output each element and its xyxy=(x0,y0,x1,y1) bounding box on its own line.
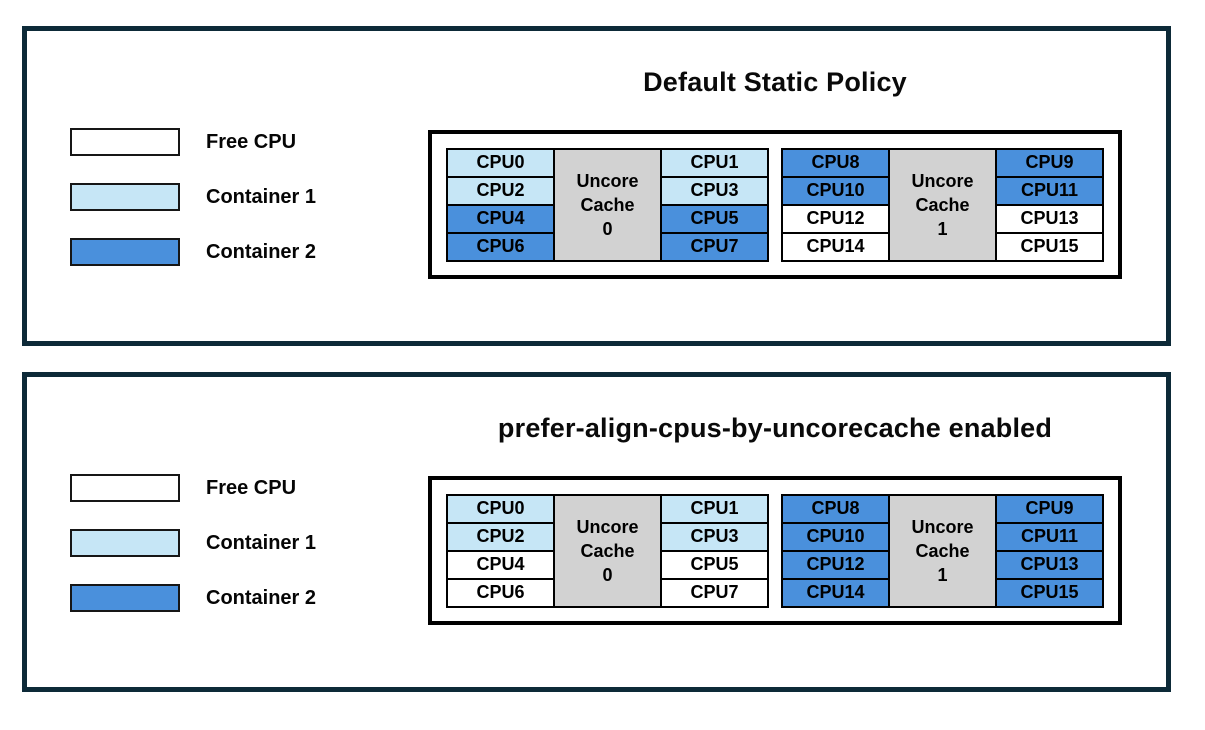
cpu-cell: CPU12 xyxy=(783,551,888,578)
policy-panel: prefer-align-cpus-by-uncorecache enabled… xyxy=(22,372,1171,692)
cpu-cell: CPU5 xyxy=(662,551,767,578)
cpu-cell: CPU9 xyxy=(997,149,1102,176)
uncore-cache-label-line: 1 xyxy=(937,564,948,585)
cpu-cell: CPU6 xyxy=(448,233,553,260)
legend-label: Free CPU xyxy=(206,476,297,499)
cpu-cell: CPU2 xyxy=(448,177,553,204)
legend: Free CPU Container 1 Container 2 xyxy=(70,128,316,293)
cpu-cell: CPU15 xyxy=(997,233,1102,260)
legend-item: Free CPU xyxy=(70,128,316,156)
legend-label: Free CPU xyxy=(206,130,297,153)
cpu-cell: CPU0 xyxy=(448,149,553,176)
cpu-cell: CPU15 xyxy=(997,579,1102,606)
cpu-cell: CPU1 xyxy=(662,495,767,522)
cpu-cell: CPU11 xyxy=(997,523,1102,550)
legend-swatch xyxy=(70,529,180,557)
cpu-cell: CPU14 xyxy=(783,579,888,606)
cpu-cell: CPU11 xyxy=(997,177,1102,204)
legend-item: Container 1 xyxy=(70,183,316,211)
cpu-cell: CPU2 xyxy=(448,523,553,550)
legend-swatch xyxy=(70,584,180,612)
uncore-cache-label-line: 0 xyxy=(602,218,613,239)
cpu-cell: CPU7 xyxy=(662,579,767,606)
legend-item: Container 2 xyxy=(70,238,316,266)
legend-swatch xyxy=(70,183,180,211)
cpu-cell: CPU10 xyxy=(783,523,888,550)
uncore-cache-label-line: Cache xyxy=(915,194,970,215)
cpu-cell: CPU8 xyxy=(783,495,888,522)
cpu-cell: CPU8 xyxy=(783,149,888,176)
legend-label: Container 2 xyxy=(206,240,317,263)
legend-item: Container 1 xyxy=(70,529,316,557)
uncore-cache-label-line: Uncore xyxy=(911,516,974,537)
cpu-cell: CPU9 xyxy=(997,495,1102,522)
legend: Free CPU Container 1 Container 2 xyxy=(70,474,316,639)
legend-label: Container 1 xyxy=(206,185,317,208)
legend-item: Container 2 xyxy=(70,584,316,612)
cpu-cell: CPU1 xyxy=(662,149,767,176)
legend-label: Container 2 xyxy=(206,586,317,609)
cpu-cell: CPU3 xyxy=(662,177,767,204)
uncore-cache-label-line: Cache xyxy=(580,540,635,561)
cpu-cell: CPU12 xyxy=(783,205,888,232)
cpu-cell: CPU4 xyxy=(448,551,553,578)
policy-panel: Default Static Policy Free CPU Container… xyxy=(22,26,1171,346)
legend-swatch xyxy=(70,474,180,502)
cpu-cell: CPU5 xyxy=(662,205,767,232)
legend-item: Free CPU xyxy=(70,474,316,502)
legend-swatch xyxy=(70,128,180,156)
uncore-cache-label-line: Uncore xyxy=(911,170,974,191)
cpu-cell: CPU7 xyxy=(662,233,767,260)
cpu-cell: CPU10 xyxy=(783,177,888,204)
panel-title: prefer-align-cpus-by-uncorecache enabled xyxy=(497,413,1053,443)
panel-title: Default Static Policy xyxy=(643,67,907,97)
cpu-cell: CPU13 xyxy=(997,205,1102,232)
cpu-cell: CPU13 xyxy=(997,551,1102,578)
uncore-cache-label-line: Cache xyxy=(915,540,970,561)
cpu-cell: CPU0 xyxy=(448,495,553,522)
cpu-cell: CPU3 xyxy=(662,523,767,550)
uncore-cache-label-line: Uncore xyxy=(576,170,639,191)
uncore-cache-label-line: Cache xyxy=(580,194,635,215)
legend-swatch xyxy=(70,238,180,266)
uncore-cache-label-line: 0 xyxy=(602,564,613,585)
cpu-cell: CPU4 xyxy=(448,205,553,232)
legend-label: Container 1 xyxy=(206,531,317,554)
uncore-cache-label-line: 1 xyxy=(937,218,948,239)
uncore-cache-label-line: Uncore xyxy=(576,516,639,537)
cpu-cell: CPU14 xyxy=(783,233,888,260)
cpu-cell: CPU6 xyxy=(448,579,553,606)
